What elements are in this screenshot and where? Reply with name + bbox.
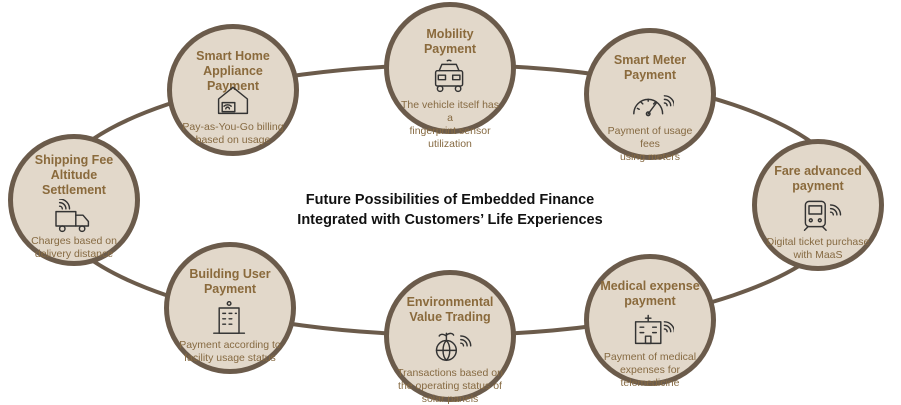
node-title-line: Payment — [203, 282, 257, 296]
node-title-line: Shipping Fee — [34, 153, 114, 167]
node-description-line: telemedicine — [620, 377, 680, 389]
building-icon — [206, 299, 254, 334]
node-description-line: based on usage — [195, 134, 271, 146]
node-description-line: The vehicle itself has a — [400, 99, 500, 124]
truck-icon — [50, 198, 98, 233]
node-title-line: Mobility — [426, 27, 474, 41]
vehicle-icon — [426, 59, 474, 93]
node-description-line: delivery distance — [34, 248, 114, 260]
node-title-line: Environmental — [406, 295, 494, 309]
node-description-line: solar panels — [421, 393, 479, 405]
node-description-line: the operating status of — [398, 380, 502, 392]
node-description-line: Digital ticket purchase — [766, 236, 870, 248]
node-title-line: Value Trading — [409, 310, 491, 324]
node-title-line: Payment — [623, 68, 677, 82]
node-description-line: facility usage status — [184, 352, 276, 364]
house-icon — [209, 81, 257, 115]
node-description-line: Payment of usage fees — [607, 125, 693, 150]
node-title-line: Appliance Payment — [203, 64, 263, 93]
center-title-line-2: Integrated with Customers’ Life Experien… — [297, 212, 603, 228]
node-title-line: Smart Meter — [613, 53, 687, 67]
node-title-line: payment — [792, 179, 844, 193]
node-description-line: Charges based on — [31, 235, 117, 247]
center-title-line-1: Future Possibilities of Embedded Finance — [305, 192, 595, 208]
node-description-line: Transactions based on — [397, 367, 503, 379]
node-title-line: Payment — [423, 42, 477, 56]
hospital-icon — [626, 311, 676, 345]
gauge-icon — [626, 85, 676, 119]
node-title-line: Building User — [189, 267, 271, 281]
node-description-line: Pay-as-You-Go billing — [182, 121, 284, 133]
node-title-line: Settlement — [42, 183, 106, 197]
globe-plant-icon — [426, 327, 474, 362]
node-description-line: with MaaS — [793, 249, 843, 261]
node-title-line: Medical expense — [600, 279, 700, 293]
node-description-line: Payment according to — [179, 339, 281, 351]
node-description-line: utilization — [428, 138, 472, 150]
node-title-line: Fare advanced — [774, 164, 862, 178]
node-description-line: Payment of medical — [603, 351, 697, 363]
train-icon — [794, 196, 842, 231]
center-title: Future Possibilities of Embedded Finance… — [250, 190, 650, 230]
node-description-line: using meters — [619, 151, 681, 163]
node-description-line: fingerprint sensor — [409, 125, 491, 137]
node-title-line: payment — [624, 294, 676, 308]
node-title-line: Smart Home — [196, 49, 270, 63]
node-title-line: Altitude — [50, 168, 98, 182]
node-description-line: expenses for — [619, 364, 681, 376]
